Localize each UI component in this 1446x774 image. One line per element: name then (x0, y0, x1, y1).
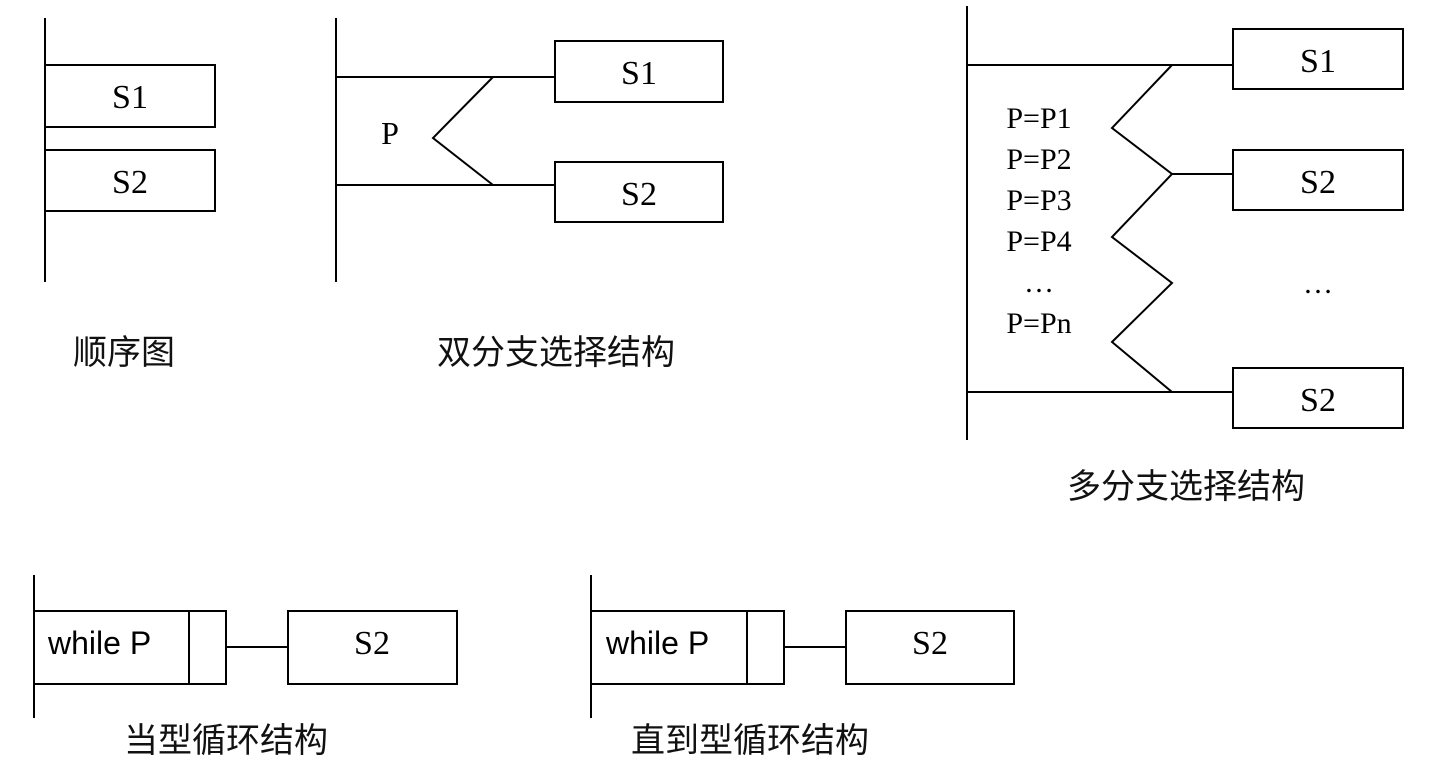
sequence-box-s1-label: S1 (112, 79, 148, 116)
multi-decision-zigzag (1110, 64, 1174, 393)
multi-condition-ellipsis: … (1024, 266, 1054, 299)
sequence-box-s1 (44, 64, 216, 128)
multi-condition-n: P=Pn (1006, 307, 1071, 340)
sequence-caption: 顺序图 (73, 333, 175, 373)
while-loop-diagram: while P S2 当型循环结构 (33, 575, 458, 761)
multi-ellipsis-label: … (1303, 267, 1333, 300)
until-body-box (845, 610, 1015, 685)
multi-box-s1-label: S1 (1300, 43, 1336, 80)
sequence-box-s2 (44, 149, 216, 212)
binary-caption: 双分支选择结构 (437, 333, 675, 373)
sequence-box-s2-label: S2 (112, 164, 148, 201)
multi-box-s2-bottom-label: S2 (1300, 382, 1336, 419)
until-caption: 直到型循环结构 (631, 721, 869, 761)
while-condition-label: while P (47, 625, 151, 661)
until-condition-label: while P (605, 625, 709, 661)
while-caption: 当型循环结构 (124, 721, 328, 761)
binary-box-s1-label: S1 (621, 55, 657, 92)
binary-box-s1 (554, 40, 724, 103)
while-body-label: S2 (354, 625, 390, 662)
until-condition-box (590, 610, 785, 685)
multi-box-s1 (1232, 28, 1404, 90)
multi-condition-4: P=P4 (1006, 225, 1071, 258)
binary-box-s2 (554, 161, 724, 223)
multi-box-s2 (1232, 149, 1404, 211)
multi-condition-1: P=P1 (1006, 102, 1071, 135)
multi-box-s2-bottom (1232, 367, 1404, 429)
multi-branch-diagram: P=P1 P=P2 P=P3 P=P4 … P=Pn S1 S2 … S2 多分… (966, 6, 1404, 507)
until-loop-diagram: while P S2 直到型循环结构 (590, 575, 1015, 761)
multi-condition-3: P=P3 (1006, 184, 1071, 217)
while-body-box (287, 610, 458, 685)
binary-branch-diagram: S1 S2 P 双分支选择结构 (335, 18, 724, 373)
multi-caption: 多分支选择结构 (1067, 467, 1305, 507)
until-body-label: S2 (912, 625, 948, 662)
binary-box-s2-label: S2 (621, 176, 657, 213)
multi-box-s2-label: S2 (1300, 164, 1336, 201)
binary-condition-label: P (381, 115, 399, 151)
binary-decision-chevron (431, 76, 494, 186)
while-condition-box (33, 610, 227, 685)
multi-condition-2: P=P2 (1006, 143, 1071, 176)
sequence-diagram: S1 S2 顺序图 (44, 18, 216, 373)
